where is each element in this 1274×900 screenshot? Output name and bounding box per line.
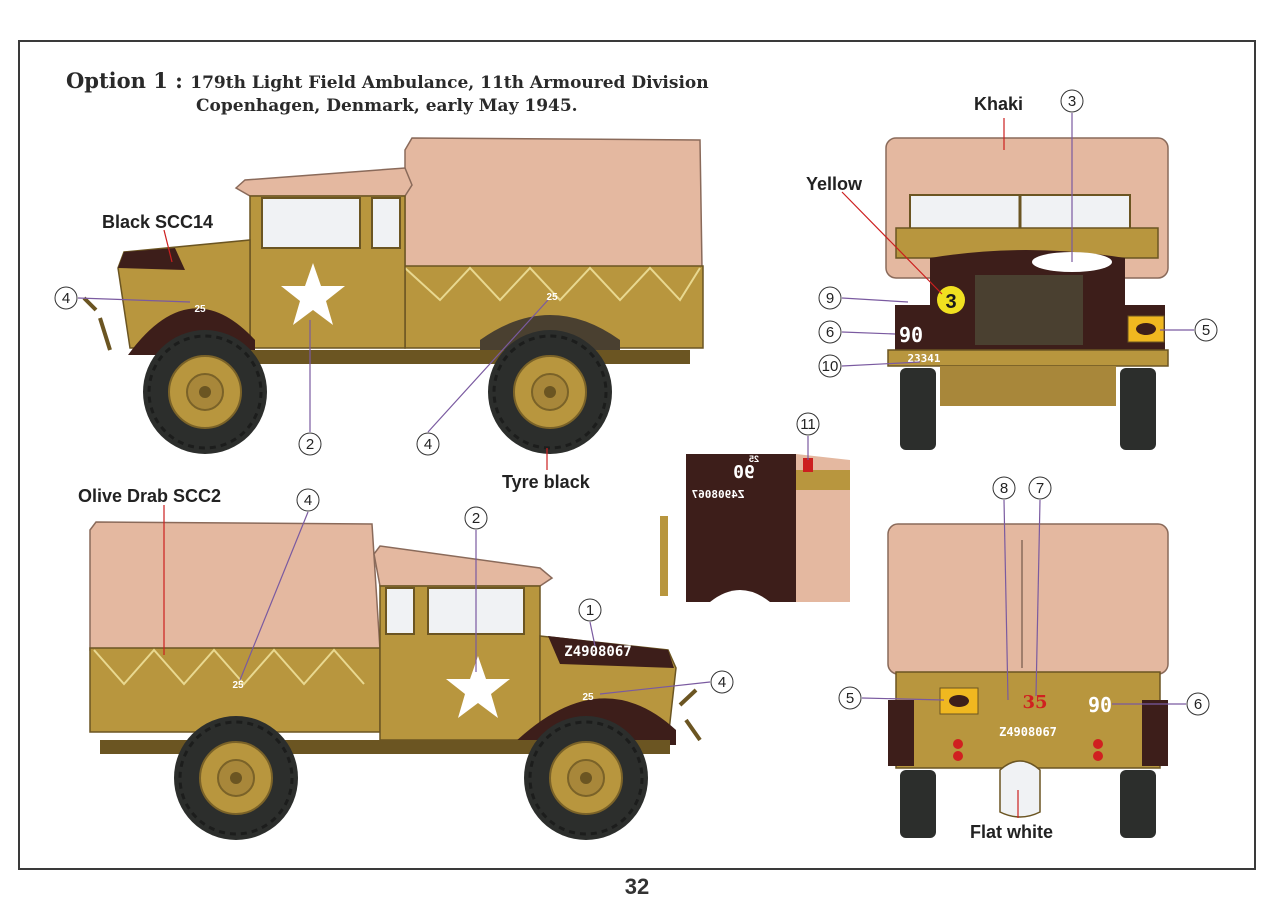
front-bridge-3: 3 (945, 291, 956, 313)
svg-text:5: 5 (846, 690, 854, 707)
rear-plate-90: 90 (1088, 693, 1112, 717)
option-title: Option 1 : 179th Light Field Ambulance, … (66, 68, 709, 93)
cargo-25: 25 (546, 292, 558, 303)
callout-6-a: 6 (818, 320, 842, 344)
svg-text:3: 3 (1068, 93, 1076, 110)
svg-text:2: 2 (472, 510, 480, 527)
callout-11: 11 (796, 412, 820, 436)
option-label: Option 1 : (66, 68, 183, 93)
svg-text:4: 4 (304, 492, 312, 509)
callout-3: 3 (1060, 89, 1084, 113)
bridge-plate-25-right: 25 (582, 692, 594, 703)
page-number: 32 (624, 874, 650, 899)
label-yellow: Yellow (806, 174, 863, 194)
detail-25: 25 (749, 454, 759, 464)
callout-numbers: 4 2 4 4 2 1 4 3 9 6 5 10 11 8 7 5 6 (54, 89, 1218, 716)
svg-text:4: 4 (62, 290, 70, 307)
side-serial: Z4908067 (564, 644, 631, 660)
svg-text:7: 7 (1036, 480, 1044, 497)
bridge-plate-25: 25 (194, 304, 206, 315)
unit-line: 179th Light Field Ambulance, 11th Armour… (190, 73, 709, 93)
svg-text:6: 6 (826, 324, 834, 341)
callout-4-c: 4 (296, 488, 320, 512)
callout-4-a: 4 (54, 286, 78, 310)
side-view-right: Z4908067 25 25 (89, 521, 702, 842)
callout-9: 9 (818, 286, 842, 310)
callout-5-b: 5 (838, 686, 862, 710)
front-plate-90: 90 (899, 323, 923, 347)
front-serial: 23341 (907, 352, 940, 365)
callout-6-b: 6 (1186, 692, 1210, 716)
svg-text:1: 1 (586, 602, 594, 619)
rear-view: 35 90 Z4908067 (887, 523, 1169, 838)
callout-4-b: 4 (416, 432, 440, 456)
label-tyre-black: Tyre black (502, 472, 590, 492)
rear-serial: Z4908067 (999, 725, 1057, 739)
svg-text:10: 10 (822, 358, 839, 375)
callout-2-a: 2 (298, 432, 322, 456)
rear-red-35: 35 (1022, 692, 1047, 713)
label-khaki: Khaki (974, 94, 1024, 114)
callout-8: 8 (992, 476, 1016, 500)
callout-lines (77, 113, 1194, 818)
detail-inset: 90 Z4908067 25 (654, 454, 850, 602)
cargo-25-right: 25 (232, 680, 244, 691)
svg-text:9: 9 (826, 290, 834, 307)
svg-text:5: 5 (1202, 322, 1210, 339)
callout-5-a: 5 (1194, 318, 1218, 342)
svg-text:4: 4 (424, 436, 432, 453)
svg-text:8: 8 (1000, 480, 1008, 497)
callout-2-b: 2 (464, 506, 488, 530)
callout-10: 10 (818, 354, 842, 378)
callout-4-d: 4 (710, 670, 734, 694)
svg-text:4: 4 (718, 674, 726, 691)
callout-1: 1 (578, 598, 602, 622)
label-black-scc14: Black SCC14 (102, 212, 214, 232)
page-outer-frame (18, 40, 1256, 870)
svg-text:11: 11 (800, 416, 816, 433)
callout-7: 7 (1028, 476, 1052, 500)
detail-serial: Z4908067 (692, 488, 745, 501)
place-line: Copenhagen, Denmark, early May 1945. (196, 96, 578, 116)
front-view: 3 90 23341 (885, 137, 1169, 450)
label-flat-white: Flat white (970, 822, 1054, 842)
detail-plate-90: 90 (733, 462, 755, 483)
side-view-left: 25 25 (82, 137, 704, 456)
svg-text:2: 2 (306, 436, 314, 453)
svg-text:6: 6 (1194, 696, 1202, 713)
label-olive-drab: Olive Drab SCC2 (78, 486, 222, 506)
